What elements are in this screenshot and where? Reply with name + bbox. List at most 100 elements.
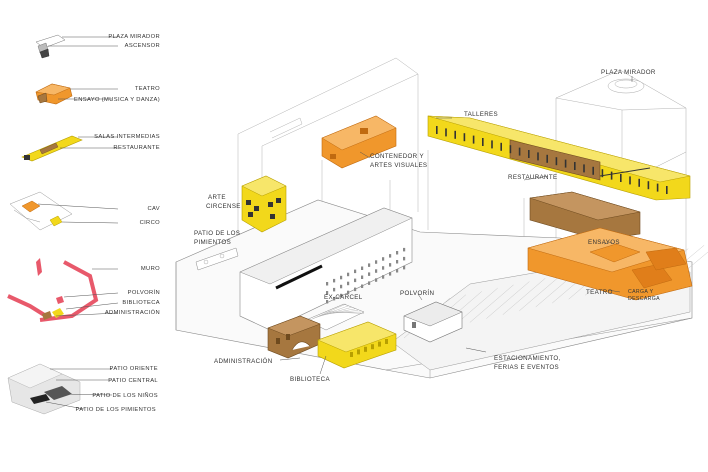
window-mark — [378, 341, 381, 347]
window-mark — [445, 128, 447, 137]
legend-item-patios: PATIO ORIENTE PATIO CENTRAL PATIO DE LOS… — [7, 363, 158, 415]
parking-stripe — [683, 251, 708, 273]
parking-stripe — [502, 278, 546, 315]
window-mark — [333, 278, 336, 283]
label-carga: DESCARGA — [628, 296, 660, 302]
window-mark — [340, 284, 343, 289]
window-mark — [454, 130, 456, 139]
label-arte-circense: CIRCENSE — [206, 203, 241, 210]
window-mark — [396, 260, 399, 264]
stair-step — [315, 307, 353, 318]
window-mark — [368, 263, 371, 267]
legend-item-salas-restaurante: SALAS INTERMEDIAS RESTAURANTE — [21, 134, 160, 162]
cav-circo-icon — [9, 191, 73, 231]
legend-label: TEATRO — [135, 86, 160, 92]
site-model: PLAZA MIRADOR TALLERES CONTENEDOR Y ARTE… — [175, 57, 708, 383]
administracion-block — [267, 315, 321, 359]
label-patio-pimientos: PATIO DE LOS — [194, 230, 240, 237]
window-mark — [368, 272, 371, 276]
window-mark — [555, 157, 558, 166]
window-mark — [656, 183, 659, 192]
window-mark — [375, 269, 378, 273]
pimientos-wall — [195, 247, 239, 271]
window-mark — [361, 284, 364, 288]
legend-item-plaza-ascensor: PLAZA MIRADOR ASCENSOR — [35, 34, 160, 59]
legend-label: CAV — [147, 206, 160, 212]
legend-label: PATIO DE LOS NIÑOS — [92, 392, 158, 399]
legend-item-teatro-ensayo: TEATRO ENSAYO (MUSICA Y DANZA) — [35, 83, 160, 105]
label-biblioteca: BIBLIOTECA — [290, 376, 330, 383]
window-mark — [528, 150, 530, 158]
legend-label: ENSAYO (MUSICA Y DANZA) — [74, 97, 160, 103]
window-mark — [436, 126, 438, 134]
window-mark — [647, 181, 650, 190]
label-plaza-mirador: PLAZA MIRADOR — [601, 69, 656, 76]
arte-circense-block — [241, 175, 287, 233]
label-administracion: ADMINISTRACIÓN — [214, 358, 273, 365]
window-mark — [610, 171, 613, 180]
label-estacionamiento: ESTACIONAMIENTO, — [494, 355, 561, 362]
legend-label: PATIO DE LOS PIMIENTOS — [76, 407, 157, 413]
window-mark — [403, 247, 406, 252]
window-mark — [482, 138, 484, 146]
window-mark — [396, 251, 399, 255]
legend-label: PATIO CENTRAL — [108, 378, 158, 384]
legend-label: ASCENSOR — [125, 43, 160, 49]
label-contenedor: CONTENEDOR Y — [370, 153, 424, 160]
window-mark — [382, 275, 385, 279]
window-mark — [389, 272, 392, 276]
window-mark — [347, 272, 350, 277]
plaza-ascensor-icon — [35, 34, 66, 59]
window-mark — [361, 275, 364, 279]
teatro-ensayos-block — [527, 191, 693, 301]
muro-walls-icon — [7, 258, 99, 322]
label-talleres: TALLERES — [464, 111, 498, 118]
window-mark — [326, 282, 329, 286]
window-mark — [375, 278, 378, 282]
window-mark — [396, 269, 399, 273]
parking-stripe — [486, 281, 530, 319]
window-mark — [666, 186, 668, 194]
map-labels: PLAZA MIRADOR TALLERES CONTENEDOR Y ARTE… — [194, 69, 660, 383]
label-contenedor: ARTES VISUALES — [370, 162, 427, 169]
window-mark — [500, 142, 502, 151]
teatro-block-icon — [35, 83, 73, 105]
legend-label: SALAS INTERMEDIAS — [94, 134, 160, 140]
leader-lines — [279, 76, 633, 375]
legend-item-muro: MURO POLVORÍN BIBLIOTECA ADMINISTRACIÓN — [7, 258, 160, 322]
label-patio-pimientos: PIMIENTOS — [194, 239, 231, 246]
window-mark — [357, 349, 360, 355]
window-mark — [564, 159, 567, 168]
window-mark — [463, 133, 466, 142]
window-mark — [333, 287, 336, 292]
label-restaurante: RESTAURANTE — [508, 174, 557, 181]
contenedor-block — [321, 115, 397, 169]
window-mark — [354, 278, 357, 283]
window-mark — [403, 265, 406, 270]
label-teatro: TEATRO — [586, 289, 613, 296]
window-mark — [333, 296, 336, 301]
window-mark — [326, 291, 329, 295]
legend-label: ADMINISTRACIÓN — [105, 309, 160, 316]
window-mark — [347, 290, 350, 295]
window-mark — [350, 352, 353, 357]
window-mark — [326, 300, 329, 304]
window-mark — [354, 287, 357, 292]
legend-label: POLVORÍN — [128, 289, 160, 296]
window-mark — [382, 266, 385, 270]
legend-label: PATIO ORIENTE — [110, 366, 158, 372]
window-mark — [347, 281, 350, 286]
window-mark — [583, 164, 585, 173]
label-ensayos: ENSAYOS — [588, 239, 620, 246]
window-mark — [574, 162, 576, 170]
legend-label: PLAZA MIRADOR — [108, 34, 160, 40]
label-carga: CARGA Y — [628, 289, 654, 295]
window-mark — [361, 266, 364, 270]
window-mark — [389, 254, 392, 258]
window-mark — [546, 154, 548, 163]
biblioteca-block — [317, 321, 397, 369]
window-mark — [364, 346, 367, 352]
window-mark — [371, 344, 374, 350]
window-mark — [601, 169, 604, 178]
